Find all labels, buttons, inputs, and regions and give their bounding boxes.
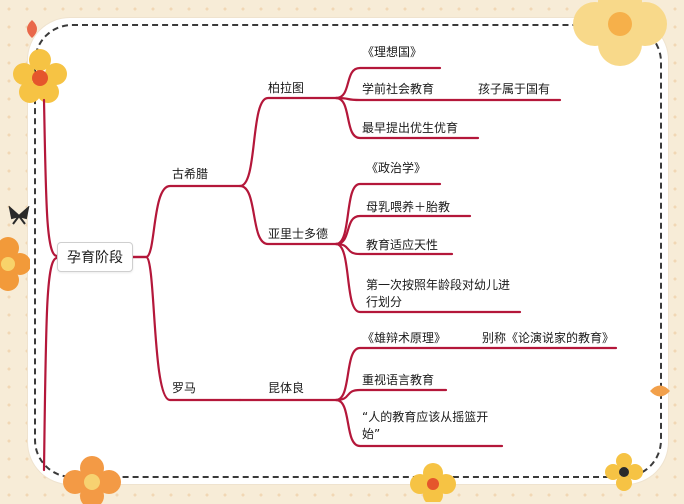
flower-top-right-icon <box>573 0 667 66</box>
leaf-language-education: 重视语言教育 <box>362 373 435 387</box>
node-quintilian: 昆体良 <box>268 381 305 395</box>
flower-left-icon <box>0 237 30 291</box>
leaf-preschool-social-education: 学前社会教育 <box>362 82 435 96</box>
leaf-children-state-owned: 孩子属于国有 <box>478 82 551 96</box>
leaf-from-cradle-quote: “人的教育应该从摇篮开始” <box>362 410 489 441</box>
leaf-right-icon <box>650 385 670 397</box>
leaf-institutio-oratoria: 《雄辩术原理》 <box>362 331 447 345</box>
mindmap-card <box>28 18 668 484</box>
flower-top-left-icon <box>13 49 67 103</box>
leaf-age-division: 第一次按照年龄段对幼儿进行划分 <box>366 278 511 309</box>
leaf-republic: 《理想国》 <box>362 45 423 59</box>
leaf-breastfeeding-prenatal: 母乳喂养＋胎教 <box>366 200 451 214</box>
root-node: 孕育阶段 <box>57 242 133 272</box>
leaf-alias-title: 别称《论演说家的教育》 <box>482 331 615 345</box>
flower-bottom-center-icon <box>410 463 456 502</box>
node-aristotle: 亚里士多德 <box>268 227 329 241</box>
leaf-top-left-icon <box>27 20 37 38</box>
node-plato: 柏拉图 <box>268 81 305 95</box>
flower-bottom-right-icon <box>605 453 643 491</box>
leaf-education-nature: 教育适应天性 <box>366 238 439 252</box>
node-ancient-greece: 古希腊 <box>172 167 209 181</box>
node-rome: 罗马 <box>172 381 197 395</box>
flower-bottom-left-icon <box>63 456 121 504</box>
dashed-card-border <box>34 24 662 478</box>
leaf-eugenics: 最早提出优生优育 <box>362 121 459 135</box>
butterfly-left-icon <box>8 206 30 225</box>
leaf-politics: 《政治学》 <box>366 161 427 175</box>
